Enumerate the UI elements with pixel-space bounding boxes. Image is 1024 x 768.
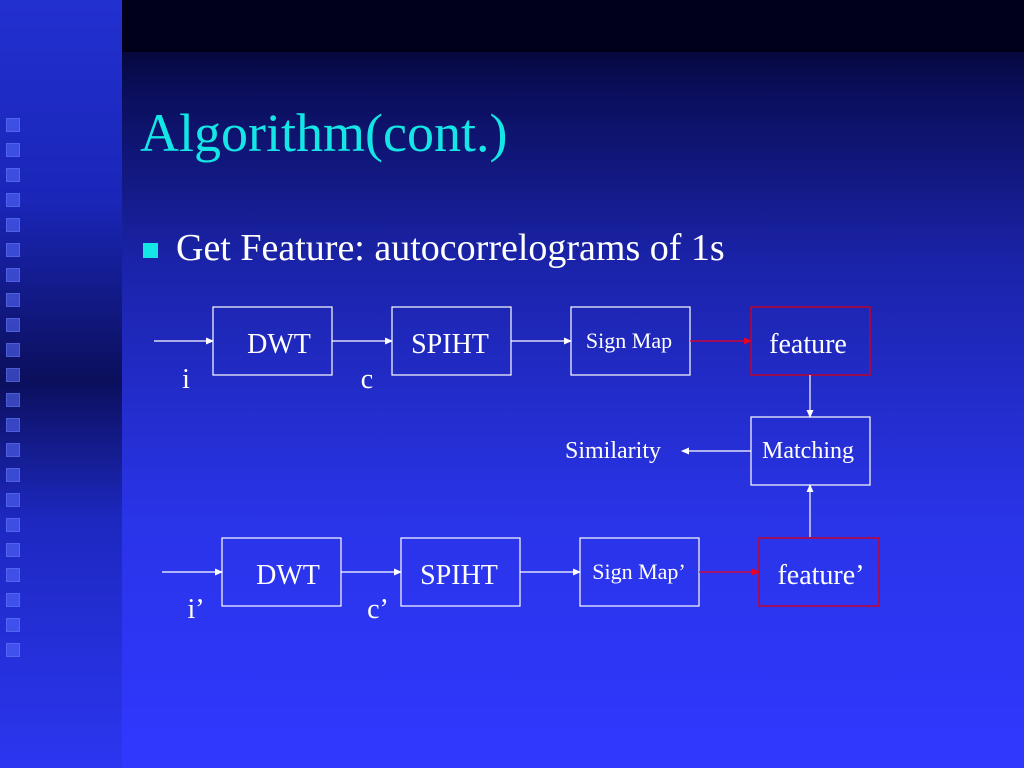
strip-square-column	[6, 118, 26, 678]
strip-square	[6, 493, 20, 507]
input-label-row2: i’	[187, 594, 204, 625]
bullet-text: Get Feature: autocorrelograms of 1s	[176, 227, 725, 269]
strip-square	[6, 393, 20, 407]
dwt-label-row1: DWT	[247, 329, 311, 360]
strip-square	[6, 518, 20, 532]
spiht-label-row2: SPIHT	[420, 560, 498, 591]
top-dark-band	[122, 0, 1024, 52]
dwt-label-row2: DWT	[256, 560, 320, 591]
strip-square	[6, 643, 20, 657]
input-label-row1: i	[182, 364, 190, 395]
strip-square	[6, 618, 20, 632]
strip-square	[6, 443, 20, 457]
strip-square	[6, 118, 20, 132]
strip-square	[6, 293, 20, 307]
strip-square	[6, 343, 20, 357]
slide-title: Algorithm(cont.)	[140, 103, 508, 163]
matching-label: Matching	[762, 438, 854, 464]
signmap-label-row2: Sign Map’	[592, 559, 686, 584]
strip-square	[6, 593, 20, 607]
feature-label-row1: feature	[769, 329, 847, 360]
strip-square	[6, 568, 20, 582]
spiht-label-row1: SPIHT	[411, 329, 489, 360]
similarity-label: Similarity	[565, 438, 661, 464]
strip-square	[6, 318, 20, 332]
square-bullet-icon	[143, 242, 158, 258]
strip-square	[6, 418, 20, 432]
strip-square	[6, 143, 20, 157]
bullet-item: Get Feature: autocorrelograms of 1s	[143, 226, 725, 270]
strip-square	[6, 168, 20, 182]
strip-square	[6, 193, 20, 207]
strip-square	[6, 243, 20, 257]
signmap-label-row1: Sign Map	[586, 328, 672, 353]
strip-square	[6, 543, 20, 557]
strip-square	[6, 468, 20, 482]
feature-label-row2: feature’	[777, 560, 864, 591]
mid-label-row2: c’	[367, 594, 389, 625]
strip-square	[6, 368, 20, 382]
left-decorative-strip	[0, 0, 122, 768]
strip-square	[6, 218, 20, 232]
mid-label-row1: c	[361, 364, 373, 395]
feature-box-row2	[758, 537, 880, 607]
strip-square	[6, 268, 20, 282]
